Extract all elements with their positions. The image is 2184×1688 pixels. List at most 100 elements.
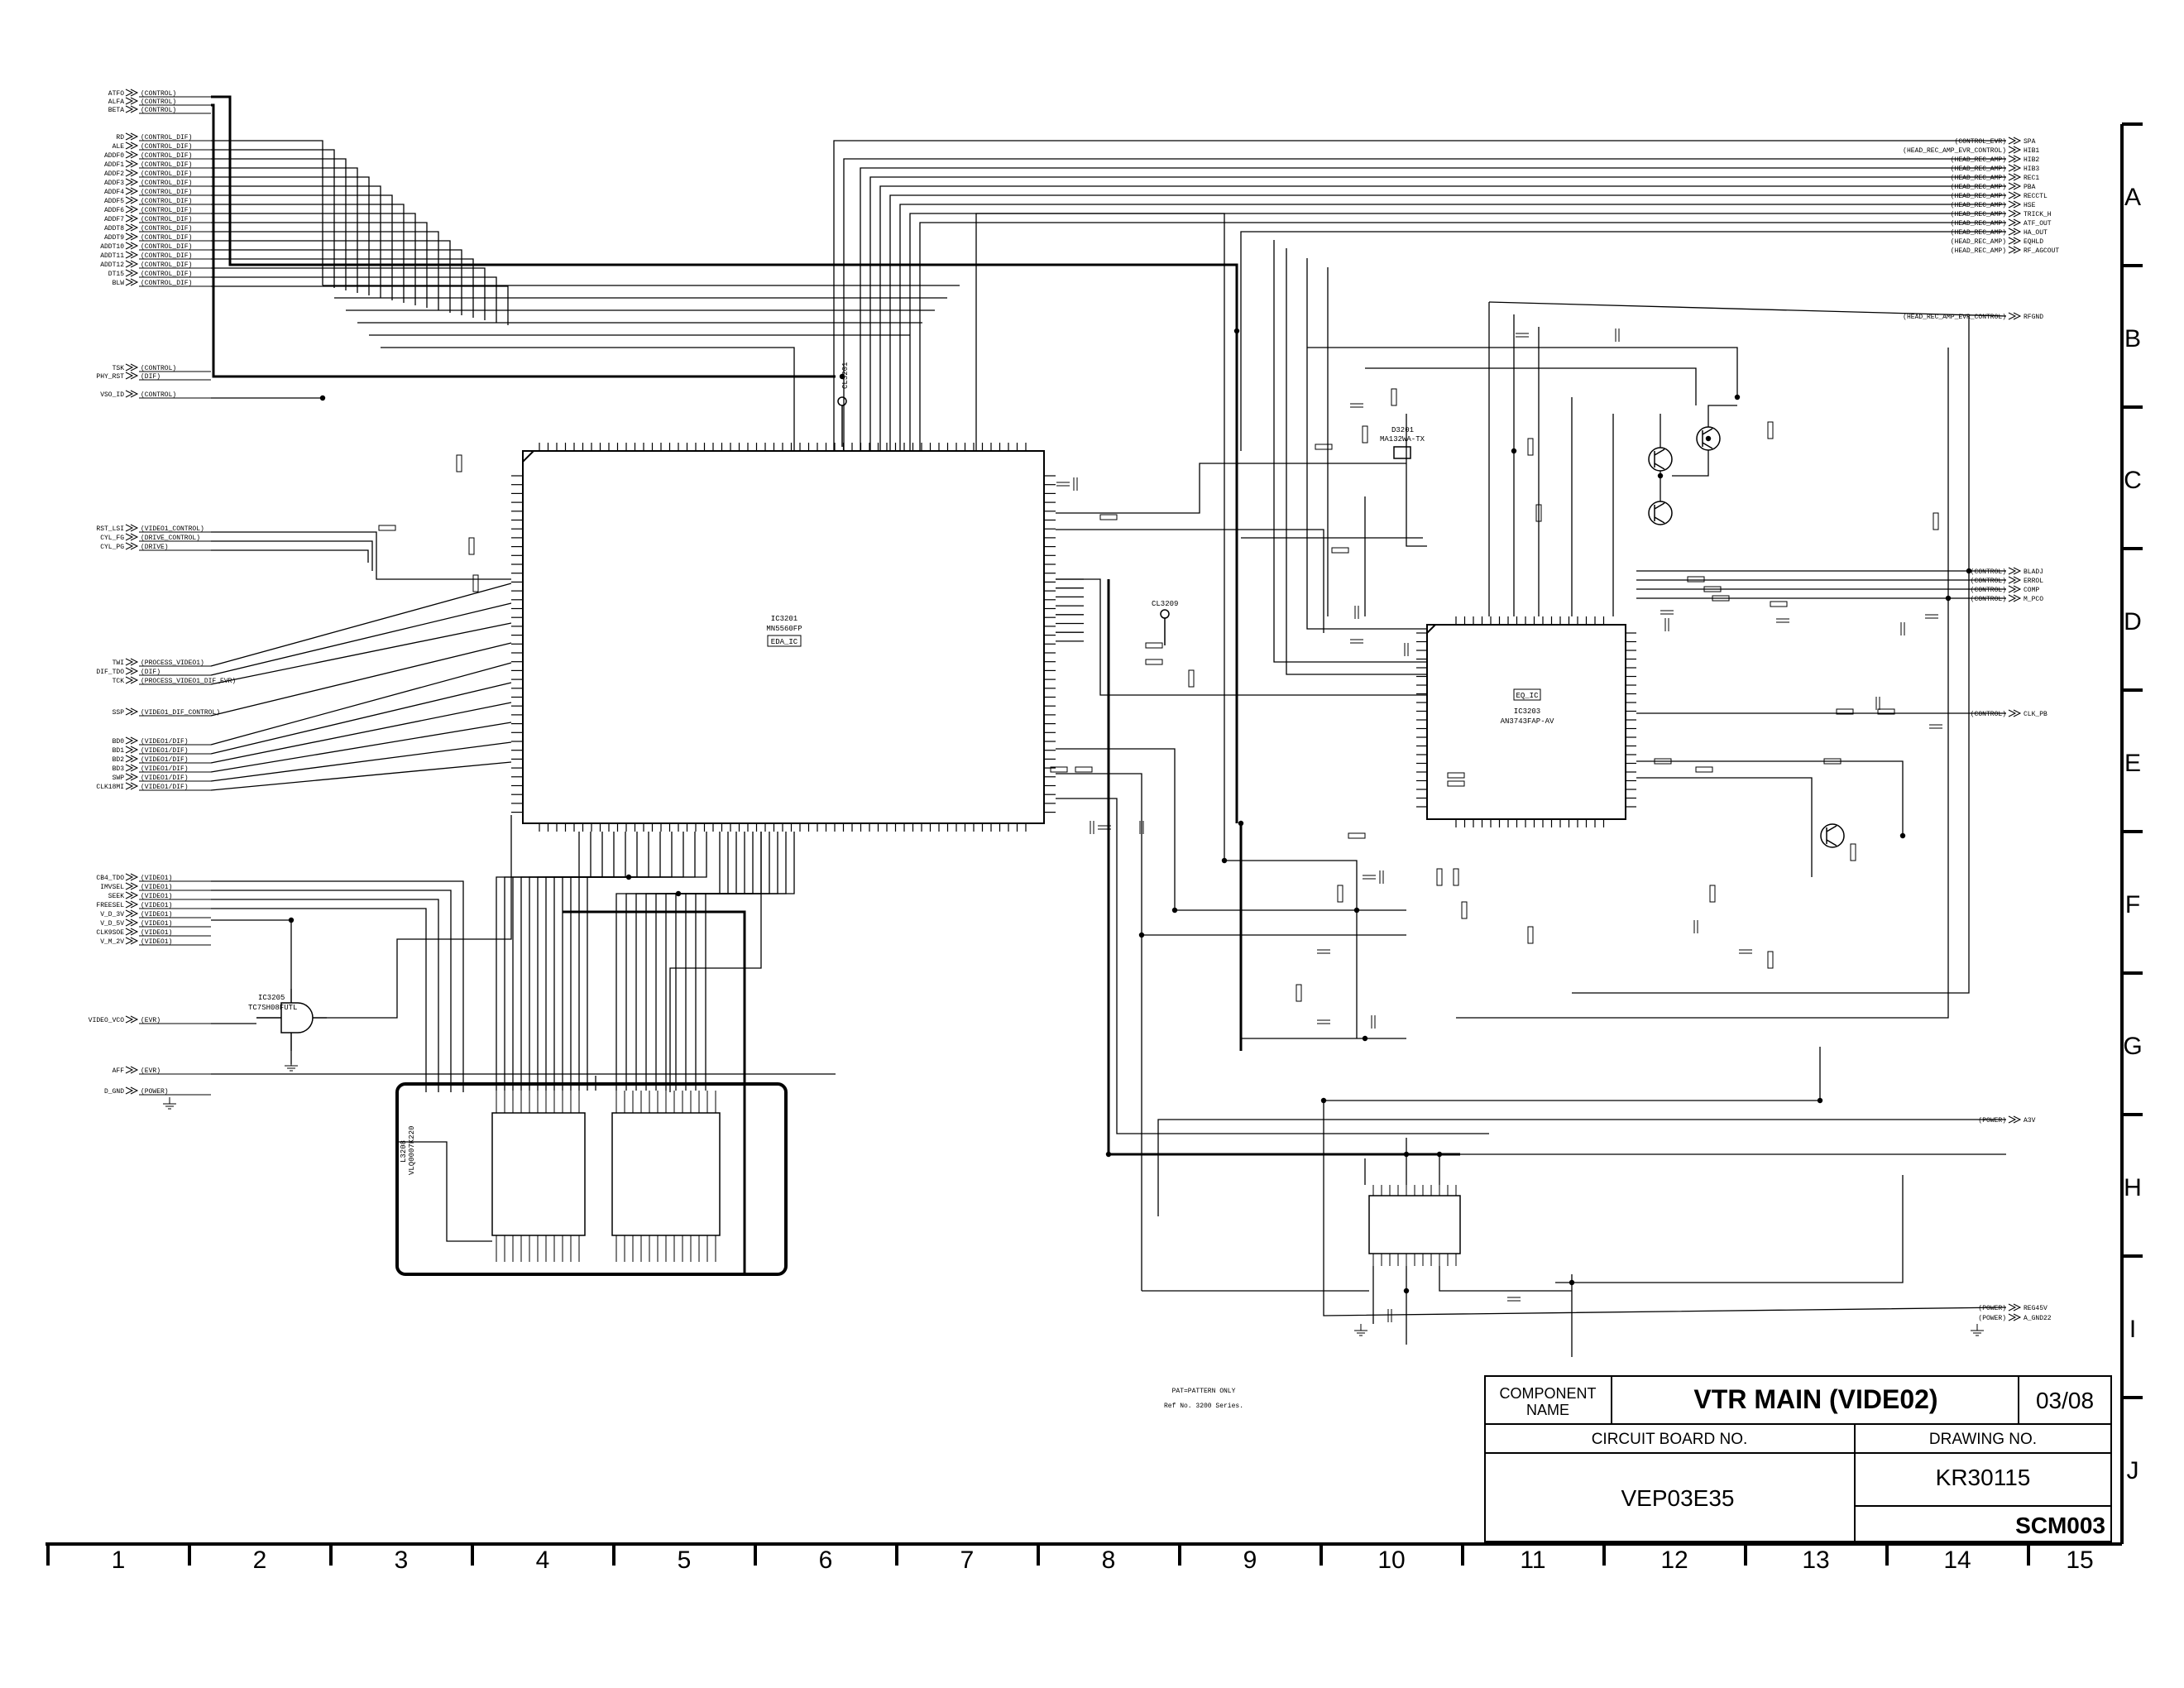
signal-bus: (HEAD_REC_AMP): [1951, 202, 2006, 209]
signal-bus: (VIDEO1/DIF): [141, 774, 189, 782]
ic3203-part: AN3743FAP-AV: [1501, 717, 1554, 726]
signal-name: BLADJ: [2024, 568, 2043, 576]
signal-bus: (VIDEO1): [141, 884, 172, 891]
ic3204-pins: [1372, 1185, 1457, 1266]
capacitor: [1350, 403, 1363, 408]
right-signal-pba: (HEAD_REC_AMP)PBA: [1951, 182, 2036, 191]
junction-dot: [1817, 1097, 1823, 1104]
left-signal-bd1: BD1(VIDEO1/DIF): [113, 746, 211, 755]
signal-name: TCK: [113, 678, 125, 685]
signal-name: RST_LSI: [96, 525, 124, 533]
capacitor: [1379, 870, 1384, 884]
ic3205-ref: IC3205: [258, 994, 285, 1002]
transistor-q3201: [1648, 447, 1673, 472]
left-signal-bd3: BD3(VIDEO1/DIF): [113, 764, 211, 773]
junction-dot: [1233, 328, 1240, 334]
l3208-ref: L3208: [400, 1140, 408, 1163]
signal-name: PBA: [2024, 184, 2036, 191]
left-signal-vso-id: VSO_ID(CONTROL): [100, 390, 211, 399]
junction-dot: [1705, 435, 1712, 442]
signal-bus: (HEAD_REC_AMP): [1951, 193, 2006, 200]
resistor: [1712, 595, 1730, 602]
ground-symbol: [285, 1059, 298, 1072]
col-label-15: 15: [2066, 1547, 2093, 1574]
junction-dot: [1403, 1288, 1410, 1294]
junction-dot: [839, 373, 845, 380]
signal-bus: (HEAD_REC_AMP): [1951, 220, 2006, 228]
capacitor: [1615, 328, 1620, 342]
right-signal-spa: (CONTROL_EVR)SPA: [1955, 137, 2036, 146]
signal-name: ERROL: [2024, 578, 2043, 585]
ic3204-body: [1368, 1195, 1461, 1254]
signal-name: BD3: [113, 765, 125, 773]
pattern-note: PAT=PATTERN ONLY: [1172, 1388, 1236, 1395]
signal-bus: (VIDEO1/DIF): [141, 738, 189, 746]
signal-bus: (CONTROL): [1971, 587, 2006, 594]
junction-dot: [1362, 1035, 1368, 1042]
row-label-j: J: [2127, 1457, 2139, 1484]
title-block: [1484, 1375, 2112, 1542]
resistor: [1362, 425, 1368, 444]
left-signal-bd0: BD0 (VIDEO1/DIF): [113, 736, 211, 746]
right-signal-comp: (CONTROL)COMP: [1971, 585, 2039, 594]
right-signal-reg45v: (POWER)REG45V: [1978, 1303, 2048, 1312]
signal-bus: (CONTROL): [141, 90, 176, 98]
junction-dot: [675, 890, 682, 897]
signal-name: ATF_OUT: [2024, 220, 2052, 228]
ic3205-part: TC7SH08FUTL: [248, 1004, 297, 1012]
row-label-h: H: [2124, 1174, 2142, 1201]
transistor-q3203: [1648, 501, 1673, 525]
capacitor: [1664, 618, 1669, 631]
resistor: [1770, 601, 1788, 607]
left-signal-addf4: ADDF4(CONTROL_DIF): [104, 187, 211, 196]
right-signal-m-pco: (CONTROL)M_PCO: [1971, 594, 2043, 603]
junction-dot: [1105, 1151, 1112, 1158]
left-signal-twi: TWI(PROCESS_VIDEO1): [113, 658, 211, 667]
signal-name: BD0: [113, 738, 125, 746]
left-signal-swp: SWP(VIDEO1/DIF): [113, 773, 211, 782]
signal-bus: (HEAD_REC_AMP): [1951, 156, 2006, 164]
row-ticks: [2122, 264, 2143, 1399]
left-signal-addf7: ADDF7(CONTROL_DIF): [104, 214, 211, 223]
signal-name: A_GND22: [2024, 1315, 2052, 1322]
signal-bus: (DIF): [141, 373, 160, 381]
resistor: [1527, 926, 1534, 944]
left-signal-ale: ALE(CONTROL_DIF): [113, 141, 211, 151]
signal-bus: (CONTROL_DIF): [141, 280, 192, 287]
right-signal-rf-agcout: (HEAD_REC_AMP)RF_AGCOUT: [1951, 246, 2059, 255]
signal-bus: (HEAD_REC_AMP): [1951, 238, 2006, 246]
junction-dot: [1238, 820, 1244, 827]
ref-note: Ref No. 3200 Series.: [1164, 1403, 1243, 1410]
signal-name: ATFO: [108, 90, 124, 98]
left-signal-rst-lsi: RST_LSI (VIDEO1_CONTROL): [96, 524, 211, 533]
signal-name: ADDF1: [104, 161, 124, 169]
left-signal-bd2: BD2(VIDEO1/DIF): [113, 755, 211, 764]
cl3209-ref: CL3209: [1152, 600, 1178, 608]
ic3203-body: [1426, 624, 1626, 820]
row-labels: A B C D E F G H I J: [2123, 184, 2142, 1484]
resistor: [1337, 885, 1343, 903]
signal-name: IMVSEL: [100, 884, 124, 891]
signal-name: V_M_2V: [100, 938, 124, 946]
junction-dot: [1899, 832, 1906, 839]
signal-name: BLW: [113, 280, 125, 287]
left-signal-addt8: ADDT8(CONTROL_DIF): [104, 223, 211, 233]
junction-dot: [1171, 907, 1178, 914]
resistor: [1687, 576, 1705, 583]
signal-name: REC1: [2024, 175, 2039, 182]
right-signal-rec1: (HEAD_REC_AMP) REC1: [1951, 173, 2039, 182]
signal-bus: (HEAD_REC_AMP): [1951, 175, 2006, 182]
row-label-f: F: [2125, 891, 2140, 918]
col-label-8: 8: [1102, 1547, 1116, 1574]
left-signal-freesel: FREESEL(VIDEO1): [96, 900, 211, 909]
left-signal-addt11: ADDT11(CONTROL_DIF): [100, 251, 211, 260]
column-ticks: [46, 1544, 2030, 1566]
signal-bus: (CONTROL): [1971, 568, 2006, 576]
capacitor: [1090, 821, 1094, 834]
signal-bus: (VIDEO1_CONTROL): [141, 525, 204, 533]
right-signal-atf-out: (HEAD_REC_AMP) ATF_OUT: [1951, 218, 2052, 228]
capacitor: [1056, 482, 1070, 487]
signal-bus: (CONTROL_DIF): [141, 143, 192, 151]
memory-block-pins: [496, 1091, 716, 1262]
